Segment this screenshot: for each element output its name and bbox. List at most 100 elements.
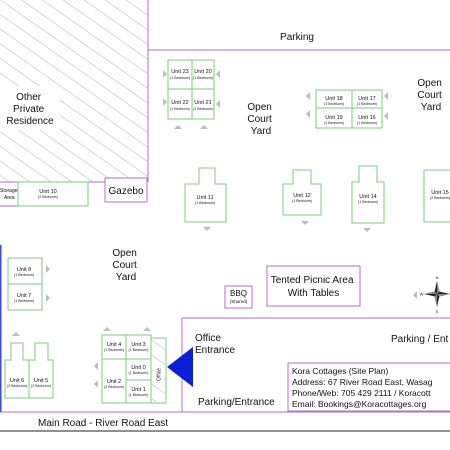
marker-arrow — [143, 327, 151, 331]
svg-text:(2 Bedroom): (2 Bedroom) — [38, 195, 58, 199]
gazebo-label: Gazebo — [108, 186, 143, 197]
unit-8[interactable]: Unit 8(1 Bedroom) — [14, 267, 34, 277]
unit-2[interactable]: Unit 2(2 Bedroom) — [104, 379, 124, 389]
marker-arrow — [203, 227, 211, 231]
svg-text:(1 Bedroom): (1 Bedroom) — [357, 121, 377, 125]
unit-15[interactable]: Unit 15(2 Bedroom) — [430, 190, 450, 200]
svg-text:Unit 15: Unit 15 — [431, 190, 448, 196]
info-email[interactable]: Email: Bookings@Koracottages.org — [292, 399, 427, 409]
svg-text:(1 Bedroom): (1 Bedroom) — [292, 199, 312, 203]
svg-text:Unit 22: Unit 22 — [171, 100, 188, 106]
tented-picnic-area-outline — [266, 265, 361, 307]
storage-area-label: Storage Area — [0, 188, 19, 201]
svg-text:(2 Bedroom): (2 Bedroom) — [7, 384, 27, 388]
marker-arrow — [200, 125, 208, 129]
svg-text:(1 Bedroom): (1 Bedroom) — [14, 273, 34, 277]
marker-arrow — [363, 228, 371, 232]
unit-22[interactable]: Unit 22(1 Bedroom) — [170, 100, 190, 111]
info-title: Kora Cottages (Site Plan) — [292, 366, 389, 376]
svg-text:Unit 0: Unit 0 — [131, 365, 145, 371]
svg-text:Unit 6: Unit 6 — [10, 378, 24, 384]
svg-text:Unit 17: Unit 17 — [358, 96, 375, 102]
svg-text:Unit 5: Unit 5 — [34, 378, 48, 384]
parking-entrance-right-label: Parking / Ent — [391, 334, 448, 345]
bbq-shared-label: (Shared) — [230, 299, 248, 304]
svg-text:(1 Bedroom): (1 Bedroom) — [129, 371, 149, 375]
svg-text:(1 Bedroom): (1 Bedroom) — [193, 76, 213, 80]
svg-text:(1 Bedroom): (1 Bedroom) — [129, 348, 149, 352]
marker-arrow — [94, 362, 98, 370]
marker-arrow — [46, 265, 50, 273]
unit-7[interactable]: Unit 7(1 Bedroom) — [14, 293, 34, 303]
unit-21[interactable]: Unit 21(1 Bedroom) — [193, 100, 213, 111]
entrance-markers — [12, 70, 417, 388]
office-label: Office — [157, 368, 163, 381]
parking-top-label: Parking — [280, 32, 314, 43]
svg-text:(2 Bedroom): (2 Bedroom) — [104, 385, 124, 389]
unit-block-7-8 — [7, 257, 43, 311]
svg-text:(2 Bedroom): (2 Bedroom) — [31, 384, 51, 388]
svg-text:(1 Bedroom): (1 Bedroom) — [193, 107, 213, 111]
marker-arrow — [46, 294, 50, 302]
svg-text:Unit 19: Unit 19 — [325, 115, 342, 121]
unit-block-20-23 — [167, 59, 215, 120]
other-private-residence-label: Other Private Residence — [6, 92, 54, 127]
marker-arrow — [216, 100, 220, 108]
svg-text:Unit 12: Unit 12 — [293, 193, 310, 199]
unit-5-outline — [28, 342, 54, 399]
svg-text:(1 Bedroom): (1 Bedroom) — [324, 121, 344, 125]
site-info-box — [287, 362, 450, 412]
unit-5[interactable]: Unit 5(2 Bedroom) — [31, 378, 51, 388]
svg-text:Unit 21: Unit 21 — [194, 100, 211, 106]
unit-14[interactable]: Unit 14(1 Bedroom) — [358, 194, 378, 204]
marker-arrow — [384, 92, 388, 100]
unit-block-0-4 — [101, 334, 152, 404]
svg-text:Unit 11: Unit 11 — [196, 195, 213, 201]
svg-text:Unit 16: Unit 16 — [358, 115, 375, 121]
unit-12[interactable]: Unit 12(1 Bedroom) — [292, 193, 312, 203]
svg-text:Unit 10: Unit 10 — [39, 189, 56, 195]
unit-4[interactable]: Unit 4(1 Bedroom) — [104, 342, 124, 352]
svg-text:(1 Bedroom): (1 Bedroom) — [357, 102, 377, 106]
marker-arrow — [163, 98, 167, 106]
unit-19[interactable]: Unit 19(1 Bedroom) — [324, 115, 344, 125]
svg-text:(1 Bedroom): (1 Bedroom) — [170, 107, 190, 111]
unit-16[interactable]: Unit 16(1 Bedroom) — [357, 115, 377, 125]
unit-6-outline — [4, 342, 30, 399]
svg-text:Unit 8: Unit 8 — [17, 267, 31, 273]
unit-0[interactable]: Unit 0(1 Bedroom) — [129, 365, 149, 375]
marker-arrow — [12, 332, 20, 336]
svg-text:Unit 3: Unit 3 — [131, 342, 145, 348]
tented-picnic-area-label: Tented Picnic Area With Tables — [271, 275, 357, 299]
svg-text:Unit 4: Unit 4 — [107, 342, 121, 348]
unit-17[interactable]: Unit 17(1 Bedroom) — [357, 96, 377, 106]
svg-text:Unit 14: Unit 14 — [359, 194, 376, 200]
unit-3[interactable]: Unit 3(1 Bedroom) — [129, 342, 149, 352]
unit-11-outline — [184, 167, 227, 223]
svg-text:Unit 20: Unit 20 — [194, 69, 211, 75]
unit-block-16-19 — [315, 89, 383, 129]
marker-arrow — [163, 70, 167, 78]
svg-text:(1 Bedroom): (1 Bedroom) — [195, 201, 215, 205]
open-court-yard-left-label: Open Court Yard — [112, 248, 139, 283]
unit-14-outline — [351, 165, 385, 224]
bbq-outline — [224, 285, 253, 309]
unit-6[interactable]: Unit 6(2 Bedroom) — [7, 378, 27, 388]
compass-s: S — [436, 309, 439, 314]
unit-23[interactable]: Unit 23(1 Bedroom) — [170, 69, 190, 80]
unit-11[interactable]: Unit 11(1 Bedroom) — [195, 195, 215, 205]
marker-arrow — [384, 112, 388, 120]
marker-arrow — [216, 70, 220, 78]
marker-arrow — [174, 125, 182, 129]
open-court-yard-right-label: Open Court Yard — [417, 78, 444, 113]
svg-text:(1 Bedroom): (1 Bedroom) — [170, 76, 190, 80]
svg-text:(1 Bedroom): (1 Bedroom) — [358, 200, 378, 204]
unit-18[interactable]: Unit 18(1 Bedroom) — [324, 96, 344, 106]
unit-1[interactable]: Unit 1(1 Bedroom) — [129, 387, 149, 397]
marker-arrow — [94, 380, 98, 388]
svg-text:(1 Bedroom): (1 Bedroom) — [324, 102, 344, 106]
unit-10[interactable]: Unit 10(2 Bedroom) — [38, 189, 58, 199]
unit-20[interactable]: Unit 20(1 Bedroom) — [193, 69, 213, 80]
svg-text:(1 Bedroom): (1 Bedroom) — [129, 393, 149, 397]
